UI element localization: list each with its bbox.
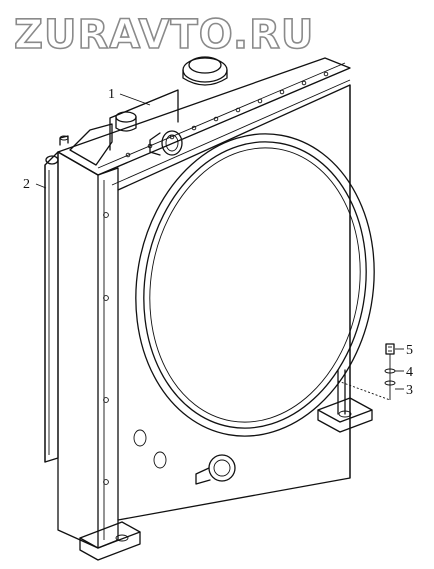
callout-5-label: 5 — [406, 343, 413, 358]
callout-1-label: 1 — [108, 87, 115, 102]
watermark-text: ZURAVTO.RU — [14, 12, 314, 58]
fastener-assembly — [337, 343, 396, 401]
callout-2-label: 2 — [23, 177, 30, 192]
left-upright-column — [57, 151, 141, 561]
top-tank — [57, 57, 351, 176]
callout-1: 1 — [108, 87, 151, 106]
lower-outlet-pipe — [195, 454, 236, 485]
callout-4: 4 — [395, 365, 413, 380]
callout-5: 5 — [395, 343, 413, 358]
right-foot-bracket — [317, 369, 373, 433]
callout-2: 2 — [23, 177, 47, 192]
fan-shroud-ring — [135, 133, 375, 437]
small-cap — [115, 111, 137, 132]
callout-3-label: 3 — [406, 383, 413, 398]
lower-core-holes — [133, 429, 167, 469]
top-fitting — [59, 135, 69, 146]
upper-outlet-pipe — [149, 130, 183, 156]
filler-cap — [182, 56, 228, 86]
left-side-tank — [44, 151, 59, 463]
callout-4-label: 4 — [406, 365, 413, 380]
callout-3: 3 — [395, 383, 413, 398]
radiator-core-shroud — [111, 79, 351, 521]
